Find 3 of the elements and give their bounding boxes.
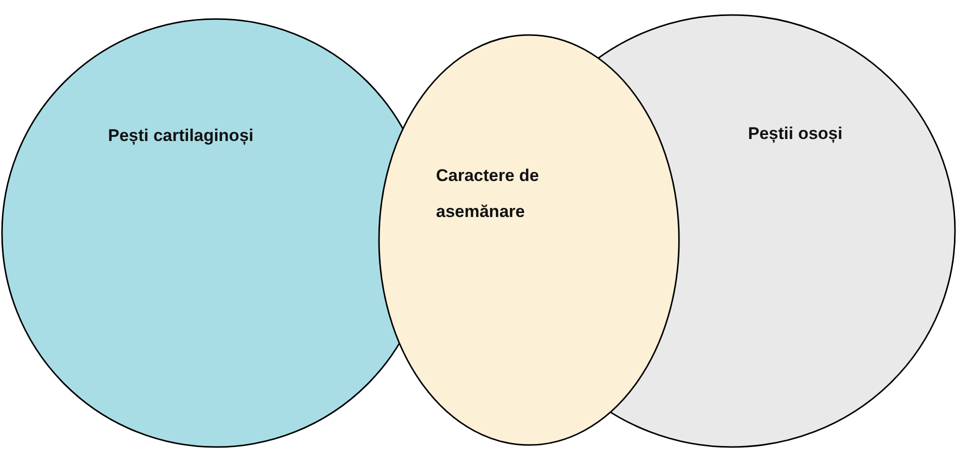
region-heading: Caractere de asemănare [436,165,540,223]
region-heading: Pești cartilaginoși [108,125,254,147]
region-heading: Peștii osoși [748,123,844,145]
